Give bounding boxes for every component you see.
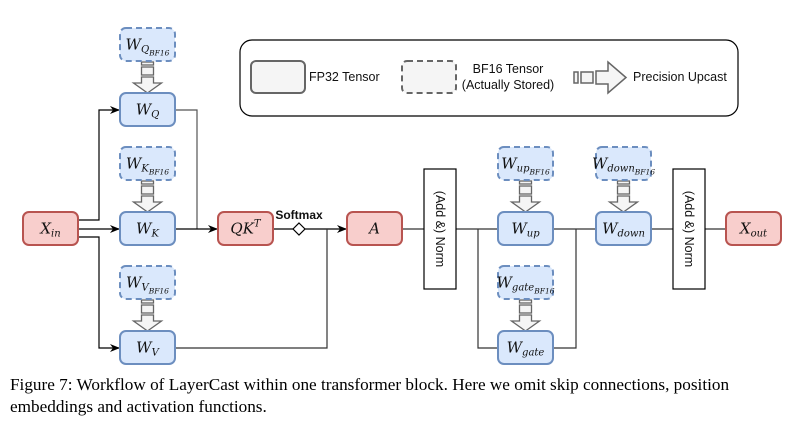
connectors [78, 106, 726, 352]
w-v-box [119, 330, 176, 365]
w-gate-bf16-label: WgateBF16 [497, 274, 555, 296]
w-gate-bf16-box [497, 265, 554, 300]
x-in-label: Xin [39, 220, 60, 240]
x-in-box [22, 211, 79, 246]
legend-fp32-label: FP32 Tensor [309, 70, 380, 84]
upcast-arrow-icon [131, 61, 164, 94]
edge-wv-a [175, 229, 328, 349]
layercast-diagram: FP32 Tensor BF16 Tensor (Actually Stored… [22, 27, 782, 365]
legend-bf16-swatch [401, 60, 457, 94]
norm1-label: (Add &) Norm [433, 191, 447, 267]
w-v-bf16-box [119, 265, 176, 300]
w-up-bf16-label: WupBF16 [501, 155, 550, 177]
node-w-up-bf16: WupBF16 [497, 146, 554, 181]
w-v-bf16-label: WVBF16 [126, 274, 169, 296]
edge-wq-qkt [175, 109, 198, 229]
w-up-bf16-box [497, 146, 554, 181]
legend-fp32-swatch [250, 60, 306, 94]
x-out-box [725, 211, 782, 246]
upcast-arrow-icon [131, 299, 164, 332]
w-v-label: WV [136, 339, 160, 359]
upcast-arrow-icon [607, 180, 640, 213]
w-up-label: Wup [511, 220, 540, 240]
legend: FP32 Tensor BF16 Tensor (Actually Stored… [239, 39, 739, 117]
node-a: A [346, 211, 403, 246]
node-x-in: Xin [22, 211, 79, 246]
node-x-out: Xout [725, 211, 782, 246]
w-down-label: Wdown [602, 220, 645, 240]
w-up-box [497, 211, 554, 246]
figure-caption: Figure 7: Workflow of LayerCast within o… [10, 375, 730, 416]
w-gate-box [497, 330, 554, 365]
w-down-bf16-label: WdownBF16 [592, 155, 655, 177]
w-k-box [119, 211, 176, 246]
w-down-box [595, 211, 652, 246]
w-down-bf16-box [595, 146, 652, 181]
w-gate-label: Wgate [507, 339, 545, 359]
legend-upcast-label: Precision Upcast [633, 70, 727, 84]
a-label: A [367, 220, 380, 238]
softmax-label: Softmax [275, 208, 323, 222]
norm2-label: (Add &) Norm [682, 191, 696, 267]
node-w-gate: Wgate [497, 330, 554, 365]
legend-bf16-label-line2: (Actually Stored) [462, 78, 554, 92]
softmax-diamond-icon [292, 222, 306, 236]
w-k-label: WK [136, 220, 159, 240]
node-w-v-bf16: WVBF16 [119, 265, 176, 300]
norm2-block: (Add &) Norm [672, 168, 706, 290]
edge-wgate-wdown [553, 229, 577, 349]
node-w-gate-bf16: WgateBF16 [497, 265, 555, 300]
node-w-up: Wup [497, 211, 554, 246]
edge-xin-wq [78, 106, 120, 221]
upcast-arrow-icon [131, 180, 164, 213]
x-out-label: Xout [739, 220, 768, 240]
w-q-bf16-box [119, 27, 176, 62]
a-box [346, 211, 403, 246]
node-w-down-bf16: WdownBF16 [592, 146, 655, 181]
w-q-label: WQ [136, 101, 160, 121]
w-k-bf16-box [119, 146, 176, 181]
node-qkt: QKT [217, 211, 274, 246]
qkt-label: QKT [230, 219, 262, 238]
upcast-arrow-icon [509, 299, 542, 332]
node-w-down: Wdown [595, 211, 652, 246]
node-w-k-bf16: WKBF16 [119, 146, 176, 181]
legend-bf16-label-line1: BF16 Tensor [473, 62, 544, 76]
norm1-block: (Add &) Norm [423, 168, 457, 290]
edge-norm1-wgate [477, 229, 498, 349]
qkt-box [217, 211, 274, 246]
node-w-v: WV [119, 330, 176, 365]
w-q-bf16-label: WQBF16 [126, 36, 170, 58]
upcast-arrow-icon [509, 180, 542, 213]
legend-frame [239, 39, 739, 117]
w-k-bf16-label: WKBF16 [126, 155, 169, 177]
upcast-arrow-icon [573, 60, 628, 95]
edge-xin-wv [78, 236, 120, 352]
w-q-box [119, 92, 176, 127]
node-w-k: WK [119, 211, 176, 246]
node-w-q-bf16: WQBF16 [119, 27, 176, 62]
node-w-q: WQ [119, 92, 176, 127]
